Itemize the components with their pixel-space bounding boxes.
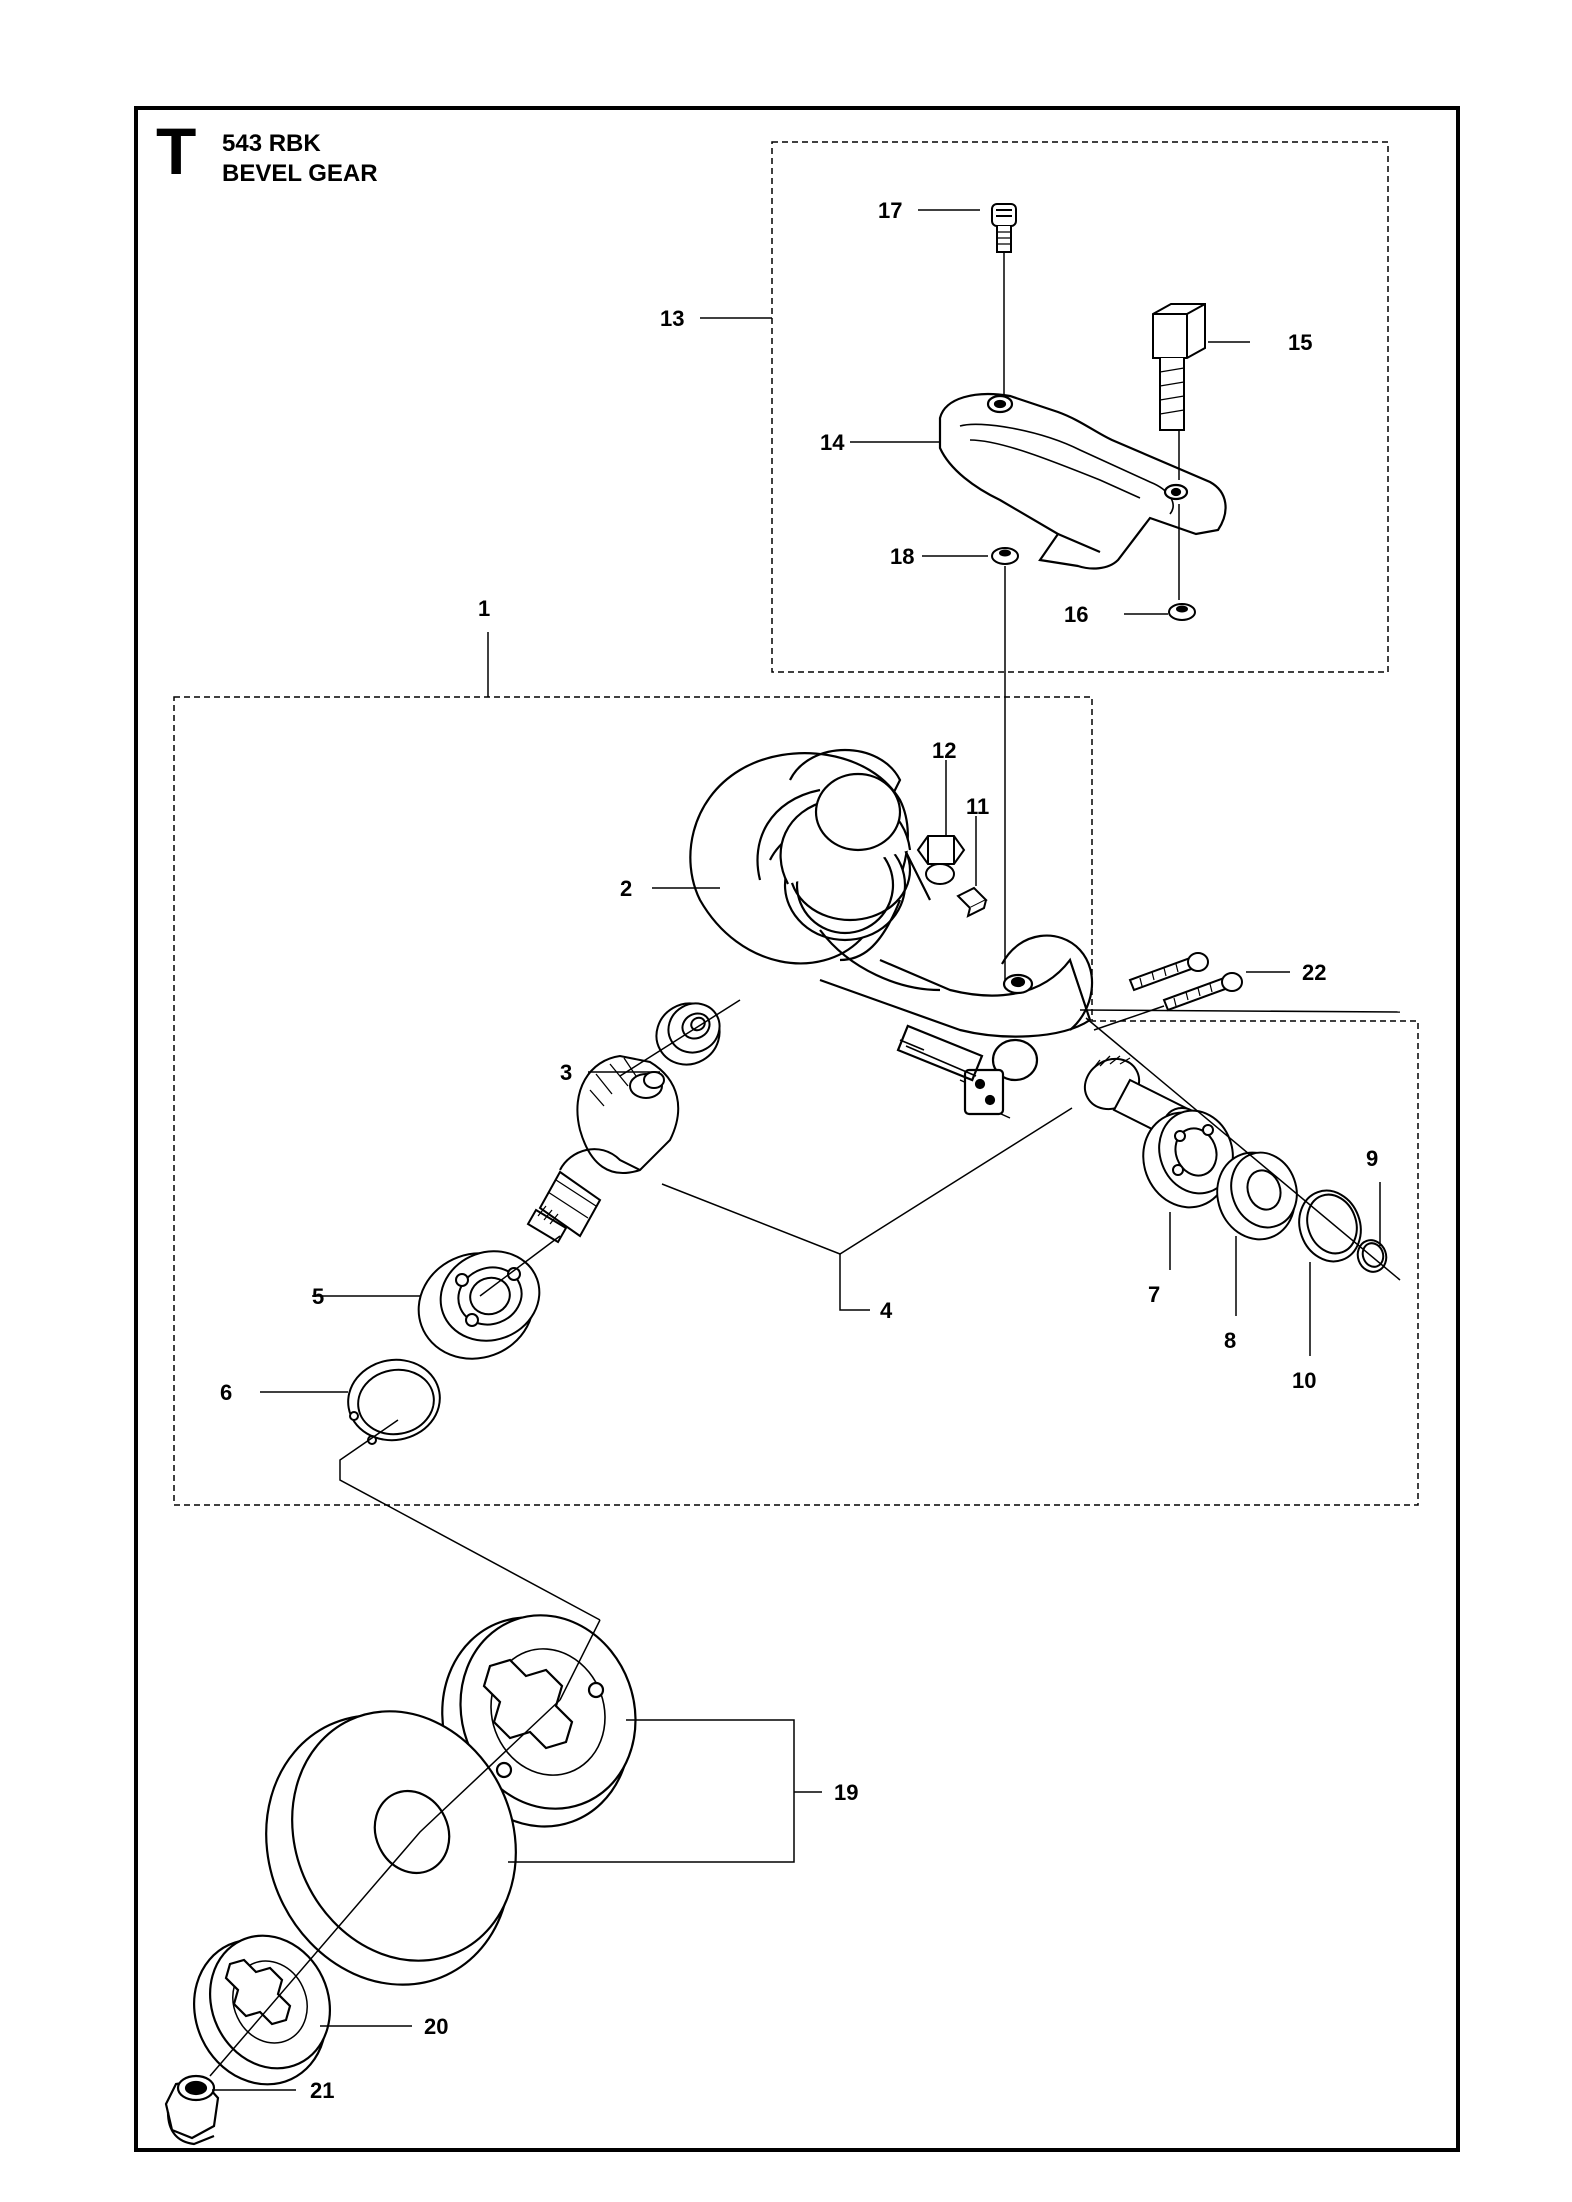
callout-label-9: 9 [1366,1146,1378,1171]
part-22-screws [1128,952,1243,1012]
callout-label-17: 17 [878,198,902,223]
callout-label-22: 22 [1302,960,1326,985]
part-14-bracket [938,392,1227,570]
callout-label-21: 21 [310,2078,334,2103]
part-21-nut [164,2074,220,2146]
part-11-key [956,886,988,918]
part-7-bearing [1142,1109,1234,1209]
callout-label-3: 3 [560,1060,572,1085]
callout-label-13: 13 [660,306,684,331]
part-8-seal [1216,1151,1298,1241]
diagram-title: BEVEL GEAR [222,160,378,187]
part-10-circlip [1298,1189,1362,1263]
callout-label-16: 16 [1064,602,1088,627]
callout-label-10: 10 [1292,1368,1316,1393]
callout-label-5: 5 [312,1284,324,1309]
callout-label-8: 8 [1224,1328,1236,1353]
callout-label-7: 7 [1148,1282,1160,1307]
part-20-drive-plate [193,1934,332,2086]
part-2-housing-cap [779,772,912,962]
callout-label-4: 4 [880,1298,893,1323]
part-4-bevel-gear-pinion [526,1054,680,1244]
part-3-bearing [655,1002,721,1066]
callout-label-1: 1 [478,596,490,621]
part-16-washer [1168,603,1196,621]
callout-label-11: 11 [966,794,989,819]
group-box-13 [771,141,1389,673]
callout-label-6: 6 [220,1380,232,1405]
part-9-ring [1356,1239,1388,1273]
callout-label-19: 19 [834,1780,858,1805]
drawing-frame [134,106,1460,2152]
part-6-circlip [347,1358,441,1445]
part-19-support-cup [265,1710,517,1986]
model-name: 543 RBK [222,130,321,157]
part-17-screw [991,203,1017,253]
part-15-clamp-bolt [1152,303,1206,431]
section-letter: T [156,114,197,188]
part-12-plug [916,835,966,885]
callout-label-20: 20 [424,2014,448,2039]
callout-label-2: 2 [620,876,632,901]
part-5-bearing [417,1250,541,1360]
callout-label-12: 12 [932,738,956,763]
group-box-1 [173,696,1419,1506]
callout-label-14: 14 [820,430,845,455]
callout-label-15: 15 [1288,330,1312,355]
callout-label-18: 18 [890,544,914,569]
part-18-washer [991,547,1019,565]
